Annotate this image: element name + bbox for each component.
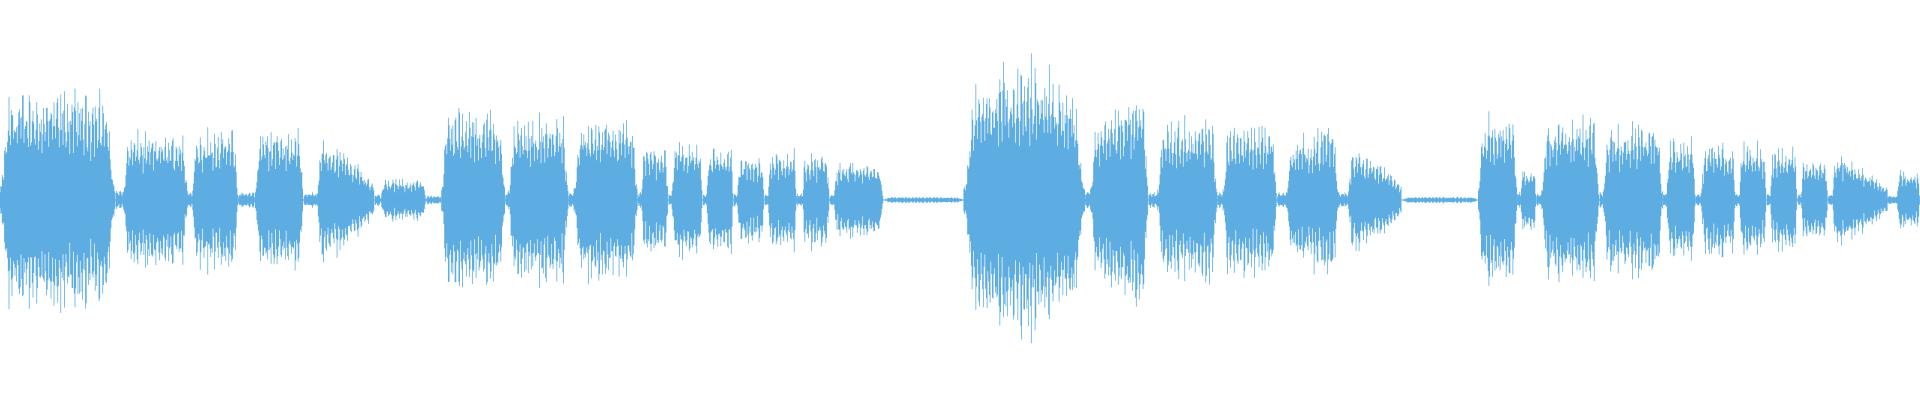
- waveform-samples: [0, 53, 1920, 344]
- waveform-path: [0, 53, 1920, 344]
